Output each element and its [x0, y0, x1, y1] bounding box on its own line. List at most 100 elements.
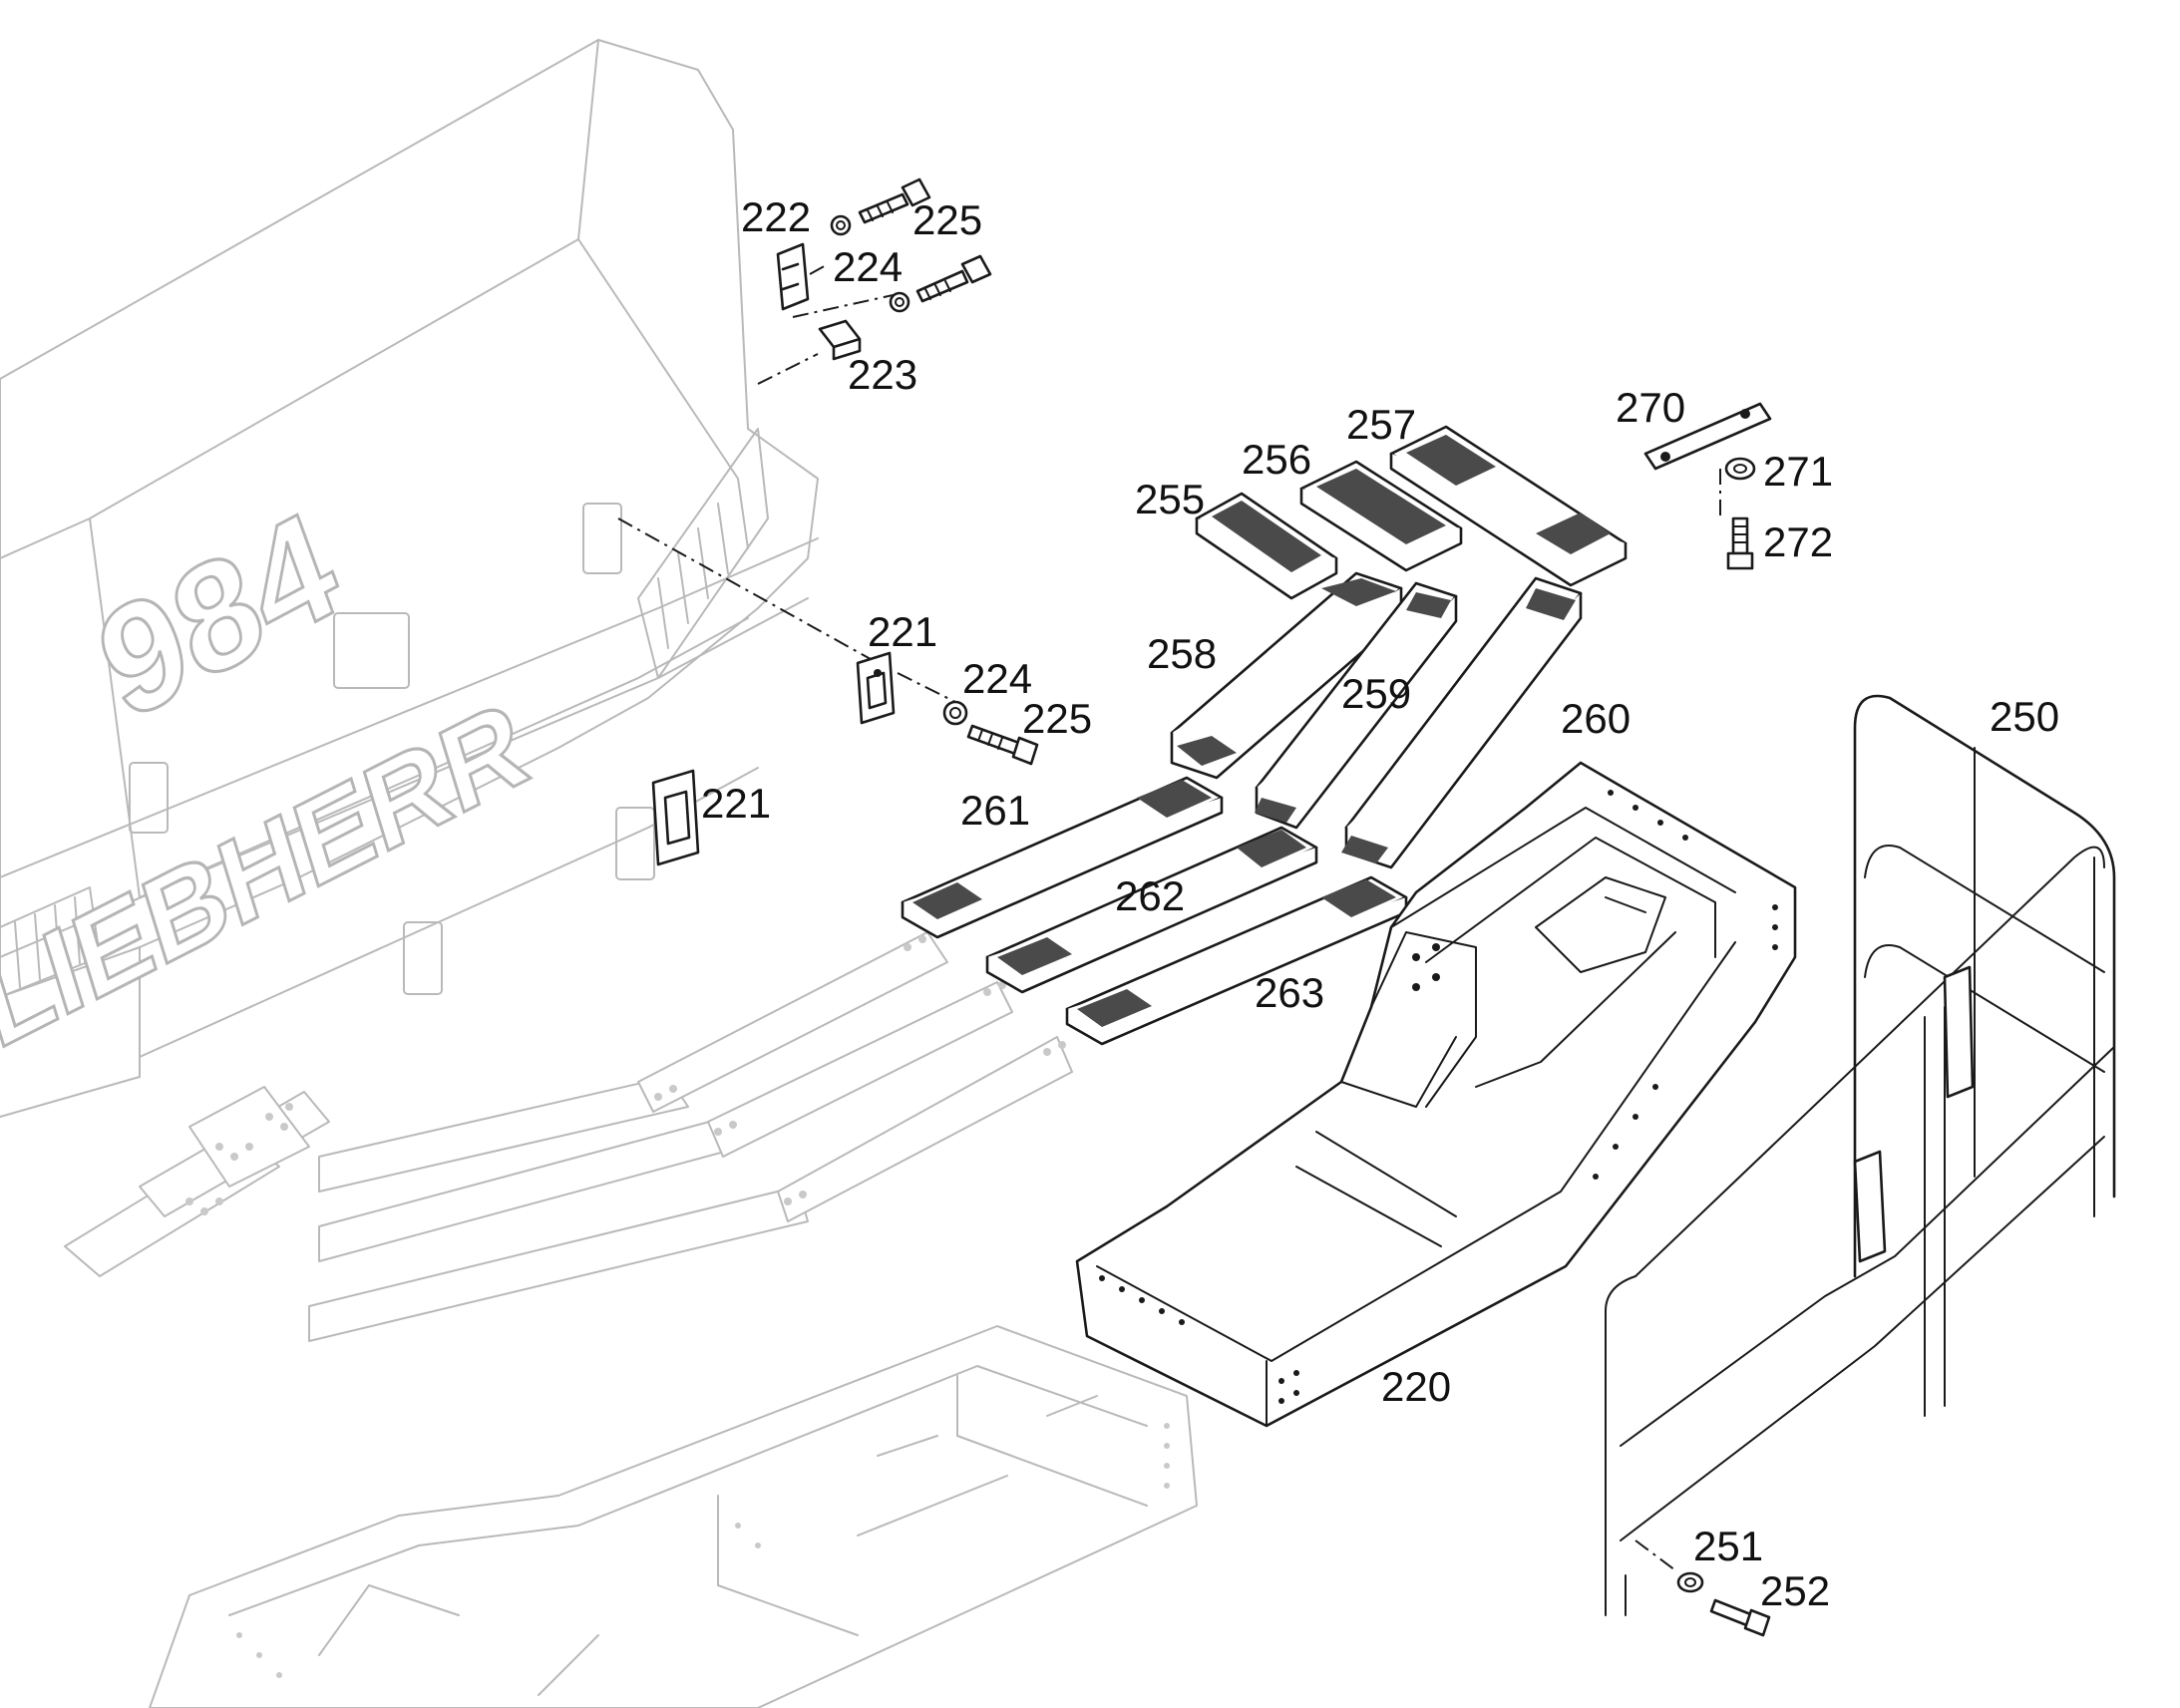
ghost-tread-1 — [318, 1076, 689, 1193]
stringer-258 — [1170, 571, 1403, 780]
ghost-hood-crease — [0, 617, 749, 1118]
callout-250: 250 — [1990, 693, 2059, 740]
bracket-222 — [776, 242, 810, 311]
callout-labels: 220 221 221 222 223 224 224 225 225 250 … — [701, 193, 2059, 1614]
callout-263: 263 — [1255, 969, 1324, 1016]
callout-220: 220 — [1381, 1363, 1451, 1410]
frame-220-rivets — [1099, 790, 1778, 1404]
leader-washer-251 — [1635, 1539, 1676, 1571]
step-255 — [1195, 492, 1338, 600]
handrail-250-mid-rail-1 — [1620, 1046, 2115, 1447]
ghost-tread-6 — [777, 1036, 1073, 1222]
ghost-steps — [64, 931, 1073, 1342]
ghost-vent-right — [637, 428, 769, 679]
callout-256: 256 — [1242, 436, 1311, 483]
ghost-step-3 — [188, 1086, 310, 1188]
callout-260: 260 — [1561, 695, 1631, 742]
ghost-tread-3 — [308, 1186, 809, 1342]
bracket-221 — [856, 651, 896, 725]
leader-bracket-221 — [617, 517, 879, 664]
callout-222: 222 — [741, 193, 811, 240]
callout-252: 252 — [1760, 1567, 1830, 1614]
ghost-frame-outer — [149, 1325, 1198, 1708]
stringers — [1170, 571, 1583, 869]
step-256 — [1299, 460, 1463, 572]
leader-bolt-group-top — [792, 263, 899, 318]
callout-270: 270 — [1616, 384, 1685, 431]
step-plates-top — [1195, 425, 1628, 600]
callout-271: 271 — [1763, 448, 1833, 495]
ghost-tread-4 — [637, 931, 948, 1113]
ghost-pad-2 — [333, 612, 410, 689]
bolt-225-top — [858, 177, 931, 224]
step-257 — [1389, 425, 1628, 587]
frame-220-inner — [1390, 807, 1736, 1088]
ghost-tread-5 — [707, 981, 1013, 1158]
callout-221-a: 221 — [868, 608, 937, 655]
step-261 — [901, 776, 1224, 939]
handrail-250-front-rail — [1605, 846, 2105, 1616]
callout-262: 262 — [1115, 872, 1185, 919]
handrail-250-top-rail — [1853, 694, 2116, 1278]
step-263 — [1065, 875, 1408, 1046]
hardware-right-group — [1643, 402, 1772, 1637]
callout-225-b: 225 — [1022, 695, 1092, 742]
frame-220-floor — [1096, 941, 1736, 1427]
ghost-frame-rivets — [236, 1423, 1170, 1678]
callout-224-a: 224 — [833, 243, 903, 290]
stringer-259 — [1255, 581, 1458, 830]
washer-222 — [830, 214, 852, 236]
bolt-252 — [1709, 1598, 1771, 1637]
handrail-250-mid-rail-2 — [1620, 1136, 2105, 1541]
plate-270 — [1643, 402, 1772, 471]
leader-washer-224 — [897, 672, 958, 704]
bolt-225-mid — [966, 724, 1039, 766]
step-262 — [985, 826, 1318, 994]
ghost-machine-body: 984 LIEBHERR — [0, 39, 819, 1118]
stringer-260 — [1341, 576, 1583, 869]
assembly-leader-lines — [617, 263, 1721, 1571]
ghost-pad-5 — [403, 921, 443, 995]
model-number-lettering: 984 — [79, 478, 357, 753]
ghost-pad-4 — [615, 807, 655, 880]
washer-224-top — [889, 291, 910, 313]
hardware-mid-group — [651, 651, 1039, 866]
ghost-frame-ribs — [318, 1395, 1098, 1696]
callout-259: 259 — [1341, 670, 1411, 717]
ghost-vent-left — [0, 886, 101, 998]
frame-220-bracket — [1535, 876, 1666, 973]
leader-bracket-222 — [757, 353, 819, 385]
ghost-hood-edge — [0, 39, 739, 898]
ghost-frame-inner — [228, 1365, 1148, 1636]
callout-258: 258 — [1147, 630, 1217, 677]
frame-220-side — [1340, 931, 1477, 1108]
handrail-250-back-rails — [1864, 747, 2105, 1217]
callout-224-b: 224 — [962, 655, 1032, 702]
washer-251 — [1676, 1571, 1704, 1593]
callout-272: 272 — [1763, 518, 1833, 565]
ghost-pad-1 — [129, 762, 169, 834]
handrail-250 — [1605, 694, 2116, 1616]
hardware-top-group — [776, 177, 992, 361]
callout-251: 251 — [1693, 1523, 1763, 1569]
handrail-250-posts — [1625, 1006, 1946, 1616]
steps-lower — [901, 776, 1408, 1046]
callout-221-b: 221 — [701, 780, 771, 827]
callout-257: 257 — [1346, 401, 1416, 448]
callout-255: 255 — [1135, 476, 1205, 522]
ghost-pad-3 — [582, 503, 622, 574]
ghost-counterweight — [0, 39, 819, 998]
callout-225-a: 225 — [912, 196, 982, 243]
washer-224-mid — [942, 700, 968, 726]
ghost-lower-frame — [149, 1325, 1198, 1708]
frame-220 — [1075, 761, 1797, 1428]
bolt-272 — [1726, 516, 1754, 570]
callout-261: 261 — [960, 787, 1030, 834]
bolt-225-mid — [915, 254, 992, 303]
block-223 — [818, 319, 862, 361]
bracket-221-b — [651, 769, 700, 866]
callout-223: 223 — [848, 351, 917, 398]
handrail-250-mount-plate — [1853, 965, 1975, 1263]
washer-271 — [1724, 457, 1756, 481]
